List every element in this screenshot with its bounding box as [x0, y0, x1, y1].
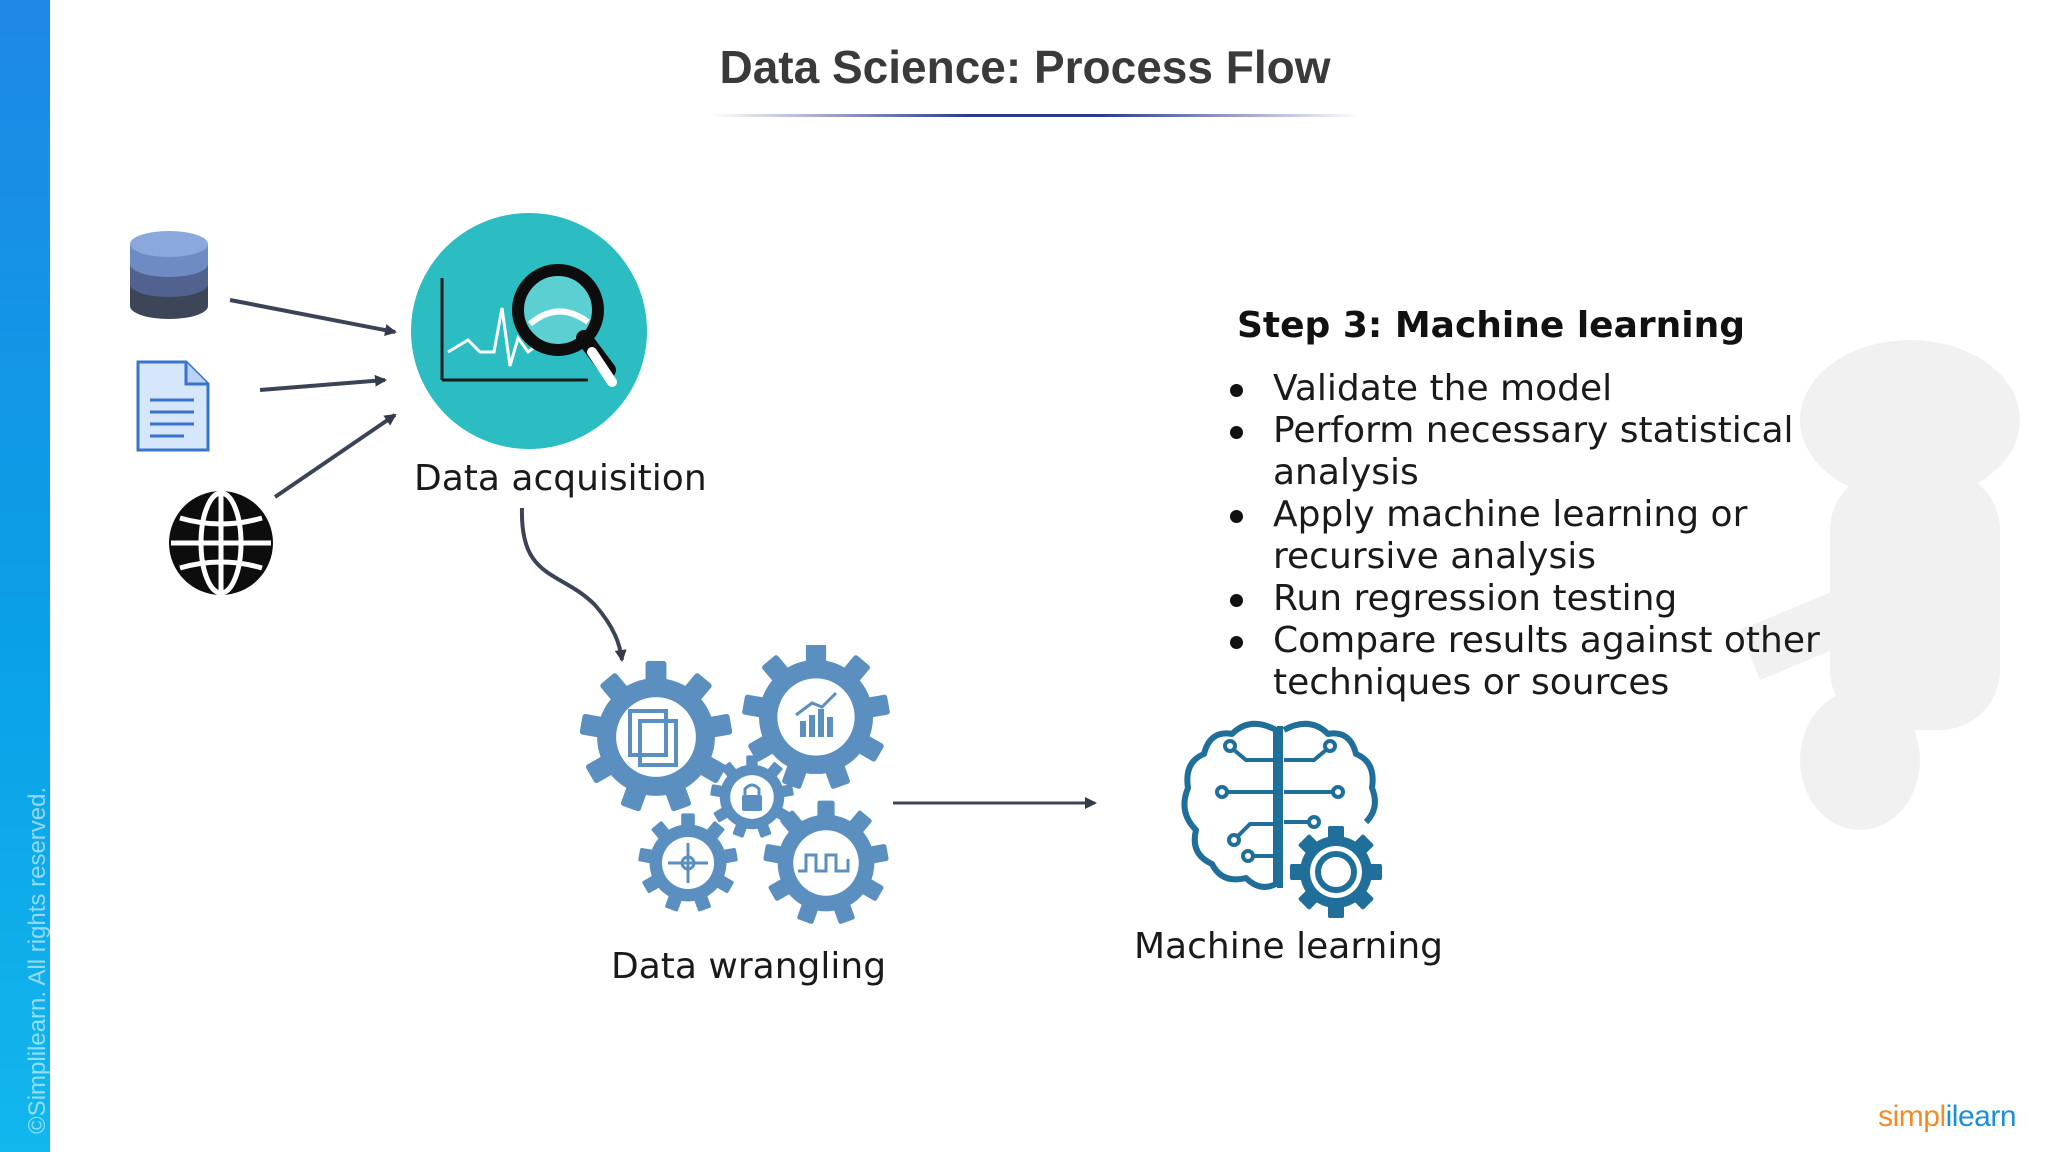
brain-gear-icon [1181, 721, 1382, 918]
acquisition-label: Data acquisition [414, 458, 707, 499]
title-underline [710, 114, 1360, 117]
globe-icon [169, 490, 273, 596]
step-item: Run regression testing [1228, 578, 1908, 620]
slide-title: Data Science: Process Flow [719, 41, 1331, 93]
arrow-database-to-acquisition [229, 298, 397, 336]
arrow-acquisition-to-wrangling [519, 507, 627, 662]
brand-sidebar: ©Simplilearn. All rights reserved. [0, 0, 51, 1152]
step-list: Validate the model Perform necessary sta… [1228, 368, 1908, 704]
wrangling-label: Data wrangling [611, 946, 887, 987]
chart-magnifier-icon [411, 213, 647, 449]
document-icon [136, 360, 210, 452]
step-title: Step 3: Machine learning [1237, 305, 1746, 346]
step-item: Validate the model [1228, 368, 1908, 410]
arrow-globe-to-acquisition [273, 413, 397, 499]
gears-icon [579, 645, 891, 925]
database-icon [130, 231, 208, 319]
step-item: Perform necessary statistical analysis [1228, 410, 1908, 494]
step-item: Compare results against other techniques… [1228, 620, 1908, 704]
arrow-document-to-acquisition [259, 374, 387, 392]
ml-label: Machine learning [1134, 926, 1444, 967]
logo-part-2: ilearn [1945, 1100, 2017, 1133]
background-robot-watermark [1740, 340, 2020, 830]
simplilearn-logo: simplilearn [1878, 1100, 2016, 1134]
logo-part-1: simpl [1878, 1100, 1946, 1133]
step-item: Apply machine learning or recursive anal… [1228, 494, 1908, 578]
